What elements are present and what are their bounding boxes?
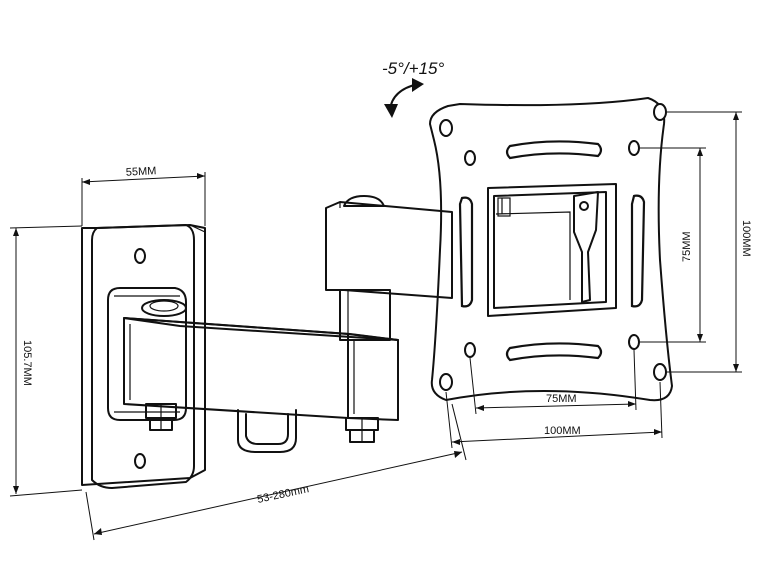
- vesa-hole-75-tl: [464, 150, 476, 166]
- upper-arm: [325, 195, 453, 299]
- dim-vesa-75-vertical: [640, 147, 706, 343]
- dim-wall-plate-width: [81, 172, 206, 226]
- wall-plate-hole-bottom: [134, 453, 146, 469]
- tilt-label: -5°/+15°: [382, 59, 444, 78]
- vesa-hole-100-br: [653, 363, 667, 381]
- dim-vesa-100-horizontal: [445, 381, 663, 449]
- tilt-arrow: [384, 78, 424, 118]
- vesa-75-vertical-label: 75MM: [681, 231, 693, 262]
- vesa-hole-75-bl: [464, 342, 476, 358]
- dim-wall-plate-height: [9, 225, 83, 497]
- pivot-bolt-top: [141, 299, 187, 317]
- wall-plate-width-label: 55MM: [126, 165, 157, 179]
- vesa-plate: [429, 97, 673, 402]
- vesa-100-horizontal-label: 100MM: [544, 425, 581, 437]
- vesa-hole-100-tl: [439, 119, 453, 137]
- wall-plate-height-label: 105.7MM: [21, 340, 33, 386]
- wall-plate-hole-top: [134, 248, 146, 264]
- dim-vesa-75-horizontal: [469, 349, 637, 415]
- elbow-post: [339, 289, 391, 341]
- vesa-75-horizontal-label: 75MM: [546, 393, 577, 405]
- nut-wall-side: [145, 403, 177, 431]
- arm-extension-label: 53-280mm: [256, 483, 310, 506]
- nut-arm-end: [345, 417, 379, 443]
- vesa-hole-100-tr: [653, 103, 667, 121]
- wall-plate: [81, 224, 206, 489]
- vesa-100-vertical-label: 100MM: [740, 220, 752, 257]
- vesa-hole-75-br: [628, 334, 640, 350]
- dim-vesa-100-vertical: [666, 111, 742, 373]
- cable-clip: [237, 409, 297, 453]
- vesa-hole-100-bl: [439, 373, 453, 391]
- dim-arm-extension: [85, 403, 467, 541]
- vesa-hole-75-tr: [628, 140, 640, 156]
